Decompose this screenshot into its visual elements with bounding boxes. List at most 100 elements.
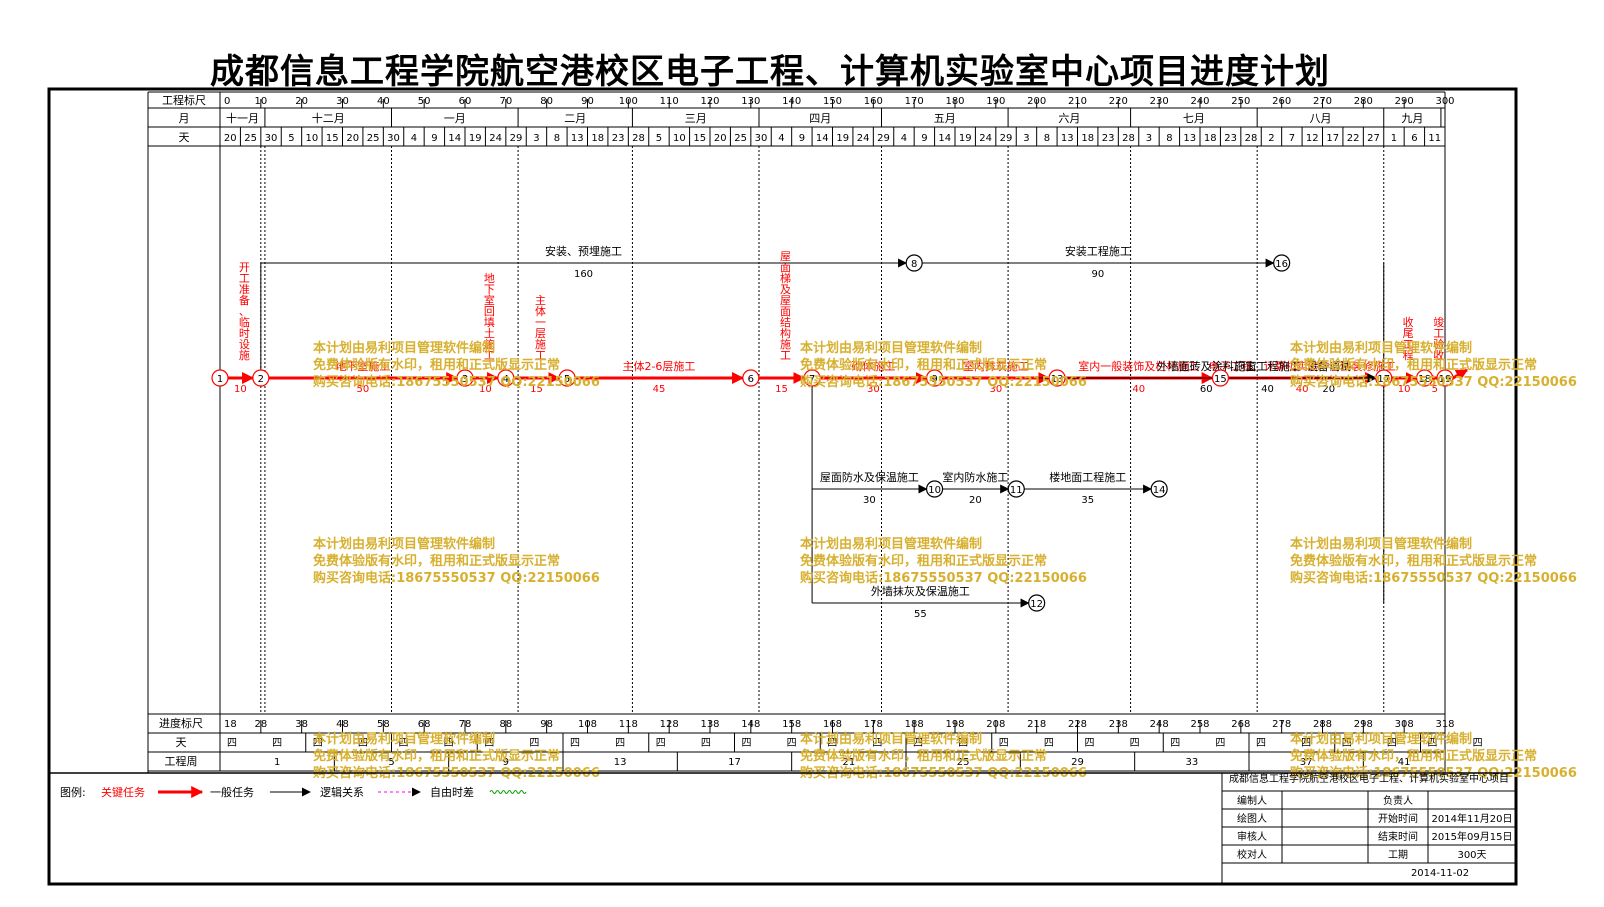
legend-float-wave (489, 790, 527, 794)
info-cell-label: 编制人 (1237, 794, 1267, 807)
weekday-label: 四 (1256, 738, 1266, 749)
task-name: 电子工程、计算机实验中心精装修施工 (1209, 359, 1396, 373)
scale-tick-label: 260 (1272, 96, 1291, 107)
weekday-label: 四 (358, 738, 368, 749)
weekday-label: 四 (313, 738, 323, 749)
node-circle (211, 369, 229, 387)
week-row-label: 工程周 (165, 755, 198, 768)
weekday-label: 四 (570, 738, 580, 749)
weekday-label: 四 (1387, 738, 1397, 749)
scale-tick-label: 80 (540, 96, 553, 107)
day-label: 25 (244, 133, 257, 144)
day-label: 10 (673, 133, 686, 144)
finish-arrow (1452, 368, 1469, 381)
progress-tick-label: 308 (1395, 719, 1414, 730)
day-label: 14 (448, 133, 461, 144)
day-row-label: 天 (179, 131, 190, 144)
task-duration: 50 (357, 384, 370, 395)
task-name-char: 地 (484, 272, 495, 285)
day-label: 22 (1347, 133, 1360, 144)
week-label: 33 (1185, 757, 1198, 768)
weekday-label: 四 (742, 738, 752, 749)
legend-normal-label: 一般任务 (210, 786, 254, 799)
day-label: 15 (693, 133, 706, 144)
info-cell-value: 2015年09月15日 (1432, 830, 1513, 843)
task-name-char: 层 (535, 327, 546, 340)
scale-tick-label: 10 (254, 96, 267, 107)
month-row-label: 月 (179, 112, 190, 125)
progress-tick-label: 248 (1150, 719, 1169, 730)
day-label: 25 (367, 133, 380, 144)
weekday-label: 四 (1342, 738, 1352, 749)
progress-tick-label: 78 (459, 719, 472, 730)
month-label: 五月 (934, 112, 956, 125)
node-circle (925, 480, 944, 498)
progress-tick-label: 218 (1027, 719, 1046, 730)
weekday-label: 四 (787, 738, 797, 749)
scale-tick-label: 30 (336, 96, 349, 107)
weekday-label: 四 (1215, 738, 1225, 749)
node-label: 16 (1275, 259, 1288, 270)
page-title: 成都信息工程学院航空港校区电子工程、计算机实验室中心项目进度计划 (210, 52, 1330, 92)
month-label: 八月 (1309, 112, 1331, 125)
node-label: 7 (809, 374, 815, 385)
day-label: 25 (734, 133, 747, 144)
watermark-line2: 免费体验版有水印，租用和正式版显示正常 (800, 553, 1047, 569)
node-label: 2 (258, 374, 264, 385)
scale-tick-label: 290 (1395, 96, 1414, 107)
progress-tick-label: 38 (295, 719, 308, 730)
progress-tick-label: 68 (418, 719, 431, 730)
node-circle (905, 254, 923, 272)
task-name-char: 一 (535, 316, 546, 329)
node-circle (1436, 369, 1454, 387)
month-label: 九月 (1401, 112, 1423, 125)
node-label: 8 (911, 259, 917, 270)
task-name-char: 、 (239, 305, 250, 318)
node-label: 19 (1439, 374, 1452, 385)
scale-tick-label: 50 (418, 96, 431, 107)
task-duration: 30 (989, 384, 1002, 395)
node-label: 9 (931, 374, 937, 385)
day-label: 29 (877, 133, 890, 144)
scale-tick-label: 90 (581, 96, 594, 107)
day-label: 10 (306, 133, 319, 144)
progress-tick-label: 118 (619, 719, 638, 730)
weekday-label: 四 (1044, 738, 1054, 749)
watermark-line2: 免费体验版有水印，租用和正式版显示正常 (313, 553, 560, 569)
scale-tick-label: 180 (945, 96, 964, 107)
scale-tick-label: 160 (864, 96, 883, 107)
info-project-name: 成都信息工程学院航空港校区电子工程、计算机实验室中心项目 (1229, 772, 1509, 785)
day-label: 23 (612, 133, 625, 144)
info-cell-value: 300天 (1457, 850, 1486, 861)
node-label: 1 (217, 374, 223, 385)
day-label: 30 (387, 133, 400, 144)
progress-tick-label: 278 (1272, 719, 1291, 730)
task-name-char: 填 (484, 315, 495, 329)
progress-scale-label: 进度标尺 (159, 716, 203, 730)
scale-tick-label: 100 (619, 96, 638, 107)
legend-critical-label: 关键任务 (101, 785, 145, 799)
month-label: 十二月 (312, 111, 345, 125)
progress-tick-label: 138 (700, 719, 719, 730)
day-label: 15 (326, 133, 339, 144)
watermark-line1: 本计划由易利项目管理软件编制 (1290, 536, 1472, 552)
scale-tick-label: 140 (782, 96, 801, 107)
task-duration: 10 (1398, 384, 1411, 395)
task-duration: 5 (1432, 384, 1438, 395)
node-label: 4 (503, 374, 509, 385)
month-label: 七月 (1183, 112, 1205, 125)
legend-float-label: 自由时差 (430, 785, 474, 799)
weekday-label: 四 (1170, 738, 1180, 749)
node-label: 13 (1051, 374, 1064, 385)
progress-tick-label: 188 (905, 719, 924, 730)
task-name-char: 尾 (1403, 327, 1414, 340)
node-label: 14 (1153, 485, 1166, 496)
watermark-line1: 本计划由易利项目管理软件编制 (313, 731, 495, 747)
day-label: 27 (1367, 133, 1380, 144)
task-name: 门窗工程施工 (1234, 359, 1300, 373)
day-label: 2 (1268, 133, 1274, 144)
scale-tick-label: 270 (1313, 96, 1332, 107)
day-label: 1 (1391, 133, 1397, 144)
node-circle (1048, 369, 1066, 387)
day-label: 28 (632, 133, 645, 144)
